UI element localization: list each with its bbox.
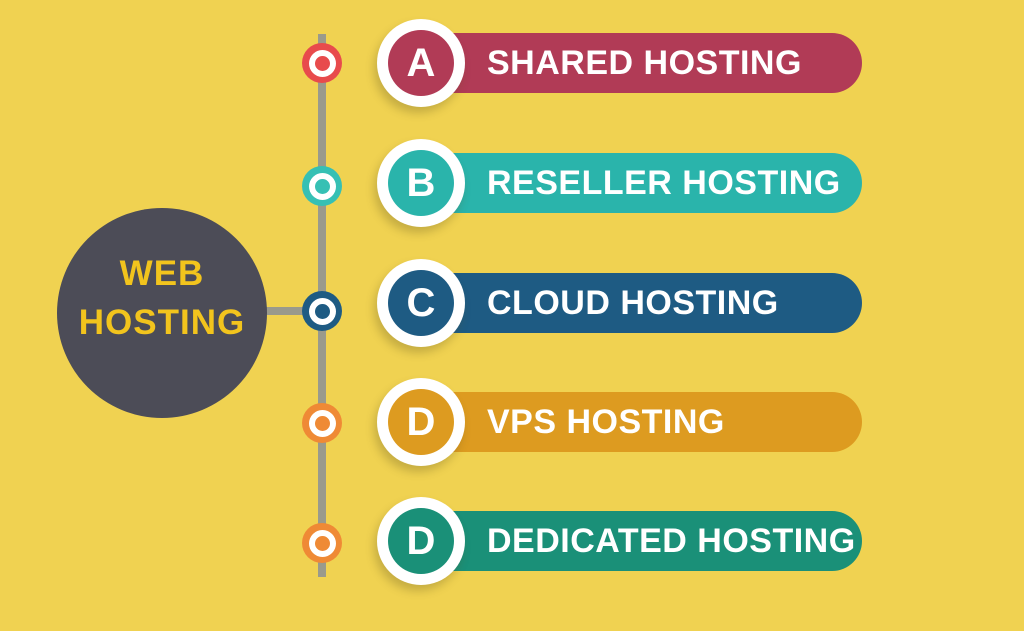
hub-connector-line [262,307,324,315]
badge-letter: A [388,30,454,96]
dot-white-ring [308,409,336,437]
banner-label: RESELLER HOSTING [487,163,841,202]
dot-core [314,55,330,71]
hub-title-line2: HOSTING [78,303,246,342]
timeline-dot-reseller [302,166,342,206]
badge-reseller-hosting: B [377,139,465,227]
hub-title-line1: WEB [119,254,205,293]
badge-letter-text: A [406,40,436,85]
badge-letter: D [388,508,454,574]
dot-white-ring [308,297,336,325]
timeline-dot-cloud [302,291,342,331]
banner-vps-hosting: VPS HOSTING [399,392,862,452]
dot-core [314,303,330,319]
badge-letter-text: D [406,399,436,444]
banner-dedicated-hosting: DEDICATED HOSTING [399,511,862,571]
hub-title: WEB HOSTING [79,249,245,347]
banner-cloud-hosting: CLOUD HOSTING [399,273,862,333]
dot-core [314,178,330,194]
badge-cloud-hosting: C [377,259,465,347]
badge-letter: D [388,389,454,455]
timeline-dot-shared [302,43,342,83]
dot-core [314,535,330,551]
banner-shared-hosting: SHARED HOSTING [399,33,862,93]
web-hosting-hub-circle: WEB HOSTING [57,208,267,418]
badge-shared-hosting: A [377,19,465,107]
banner-reseller-hosting: RESELLER HOSTING [399,153,862,213]
banner-label: SHARED HOSTING [487,43,802,82]
badge-dedicated-hosting: D [377,497,465,585]
banner-label: VPS HOSTING [487,402,725,441]
dot-white-ring [308,49,336,77]
badge-letter: C [388,270,454,336]
badge-vps-hosting: D [377,378,465,466]
badge-letter: B [388,150,454,216]
dot-white-ring [308,172,336,200]
badge-letter-text: D [406,518,436,563]
dot-core [314,415,330,431]
timeline-dot-dedicated [302,523,342,563]
banner-label: CLOUD HOSTING [487,283,779,322]
banner-label: DEDICATED HOSTING [487,521,856,560]
badge-letter-text: B [406,160,436,205]
badge-letter-text: C [406,280,436,325]
dot-white-ring [308,529,336,557]
timeline-dot-vps [302,403,342,443]
